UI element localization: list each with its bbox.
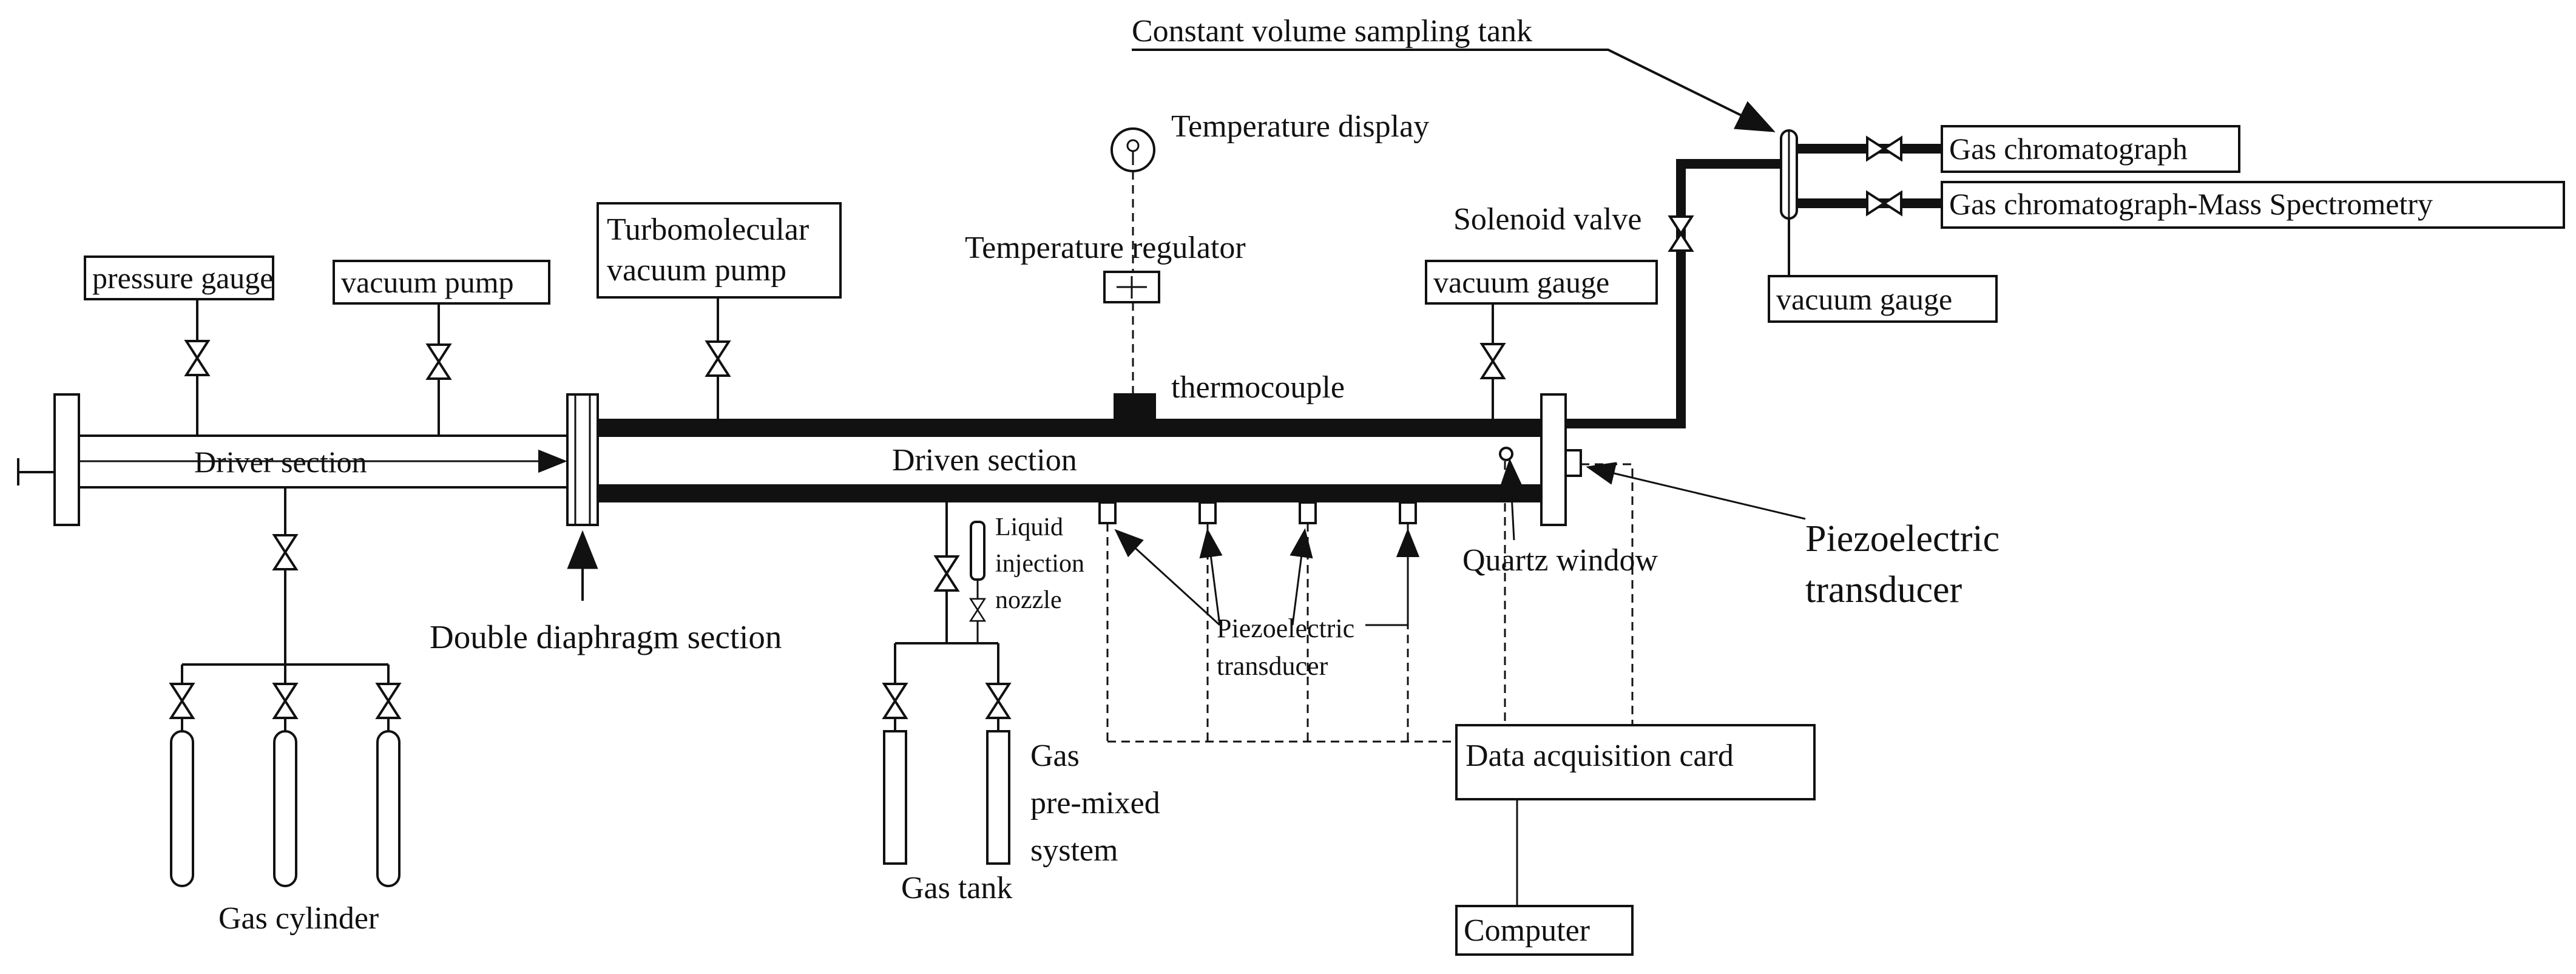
computer-label: Computer (1464, 913, 1590, 948)
end-piezo-transducer: Piezoelectric transducer Quartz window (1462, 458, 2000, 610)
vacuum-gauge-tank-label: vacuum gauge (1776, 282, 1952, 316)
pressure-gauge-valve-icon (185, 340, 209, 376)
premix-main-valve-icon (935, 555, 959, 592)
sampling-system: Solenoid valve vacuum gauge Constant vol… (1132, 14, 2565, 428)
driven-end-flange (1540, 393, 1567, 526)
temperature-system: Temperature display Temperature regulato… (965, 109, 1429, 405)
temperature-display-label: Temperature display (1171, 109, 1429, 144)
end-piezo-label-1: Piezoelectric (1805, 518, 2000, 560)
gas-cylinder-label: Gas cylinder (218, 901, 379, 936)
data-acquisition: Data acquisition card Computer (1455, 724, 1816, 956)
gas-tank-valve-2-icon (986, 683, 1010, 719)
liquid-injection-label-1: Liquid (995, 513, 1063, 541)
gas-cylinder-valve-2-icon (273, 683, 297, 719)
vacuum-gauge-tank (1768, 275, 1998, 323)
gas-premixed-system: Gas tank Gas pre-mixed system Liquid inj… (883, 502, 1160, 905)
gas-chromatograph-label: Gas chromatograph (1949, 132, 2188, 166)
wall-transducer-1 (1098, 501, 1117, 524)
double-diaphragm: Double diaphragm section (430, 393, 782, 655)
vacuum-gauge-tube-valve-icon (1481, 343, 1505, 379)
wall-transducer-2 (1198, 501, 1217, 524)
end-transducer (1564, 449, 1582, 477)
vacuum-pump-valve-icon (427, 343, 451, 380)
wall-piezo-label-2: transducer (1217, 651, 1328, 681)
gas-chromatograph-box (1941, 125, 2240, 173)
turbomolecular-label-1: Turbomolecular (607, 212, 809, 247)
data-acquisition-card-label: Data acquisition card (1465, 739, 1734, 773)
thermocouple-block (1114, 393, 1156, 419)
wall-piezo-transducers: Piezoelectric transducer (1098, 461, 1634, 743)
wall-piezo-label-1: Piezoelectric (1217, 614, 1354, 643)
end-piezo-arrow (1586, 462, 1806, 520)
driver-section: Driver section (17, 393, 573, 526)
turbomolecular-valve-icon (706, 340, 730, 377)
gas-cylinder-2 (273, 730, 297, 887)
temperature-regulator-label: Temperature regulator (965, 231, 1246, 265)
quartz-window-arrow (1499, 458, 1523, 541)
thermocouple-label: thermocouple (1171, 370, 1345, 405)
vacuum-pump-label: vacuum pump (341, 265, 514, 299)
liquid-injection-valve-icon (969, 598, 986, 622)
computer-box (1455, 905, 1634, 956)
end-piezo-label-2: transducer (1805, 569, 1962, 610)
gas-cylinder-1 (170, 730, 194, 887)
sampling-line (1566, 159, 1789, 428)
vacuum-gauge-tube-label: vacuum gauge (1433, 265, 1609, 299)
wall-transducer-3 (1299, 501, 1317, 524)
sampling-tank-arrow (1132, 49, 1776, 132)
gas-tank-2 (986, 730, 1010, 865)
turbomolecular-pump: Turbomolecular vacuum pump (597, 202, 842, 419)
wall-transducer-4 (1399, 501, 1417, 524)
gas-premixed-label-1: Gas (1030, 739, 1080, 773)
quartz-window-icon (1499, 447, 1513, 461)
driven-wall-top (598, 419, 1541, 437)
turbomolecular-label-2: vacuum pump (607, 253, 786, 288)
gas-cylinder-valve-3-icon (376, 683, 401, 719)
driven-section: Driven section (598, 393, 1582, 526)
sampling-tank-label: Constant volume sampling tank (1132, 14, 1532, 49)
gas-premixed-label-2: pre-mixed (1030, 786, 1160, 820)
gas-tank-1 (883, 730, 907, 865)
solenoid-valve-label: Solenoid valve (1453, 202, 1642, 237)
gas-tank-label: Gas tank (901, 871, 1012, 905)
data-acquisition-card-box (1455, 724, 1816, 800)
gas-tank-valve-1-icon (883, 683, 907, 719)
gcms-label: Gas chromatograph-Mass Spectrometry (1949, 187, 2433, 221)
gas-cylinder-3 (376, 730, 401, 887)
vacuum-gauge-tube: vacuum gauge (1425, 260, 1658, 419)
pressure-gauge: pressure gauge (84, 255, 274, 436)
gas-cylinders: Gas cylinder (170, 487, 401, 936)
gc-valve-icon (1866, 137, 1902, 161)
gcms-valve-icon (1866, 191, 1902, 215)
double-diaphragm-label: Double diaphragm section (430, 618, 782, 655)
gas-cylinder-valve-1-icon (170, 683, 194, 719)
gas-cylinder-main-valve-icon (273, 534, 297, 570)
driven-section-label: Driven section (892, 443, 1077, 478)
driven-wall-bottom (598, 484, 1541, 502)
quartz-window-label: Quartz window (1462, 543, 1658, 578)
gcms-box (1941, 181, 2565, 229)
gas-premixed-label-3: system (1030, 833, 1118, 868)
liquid-injection-label-3: nozzle (995, 586, 1062, 614)
liquid-injection-label-2: injection (995, 550, 1084, 578)
vacuum-pump: vacuum pump (333, 260, 550, 436)
driver-end-flange (53, 393, 80, 526)
liquid-injection-nozzle (970, 521, 985, 581)
pressure-gauge-label: pressure gauge (92, 261, 274, 295)
solenoid-valve-icon (1669, 215, 1693, 252)
driver-section-label: Driver section (194, 445, 367, 479)
